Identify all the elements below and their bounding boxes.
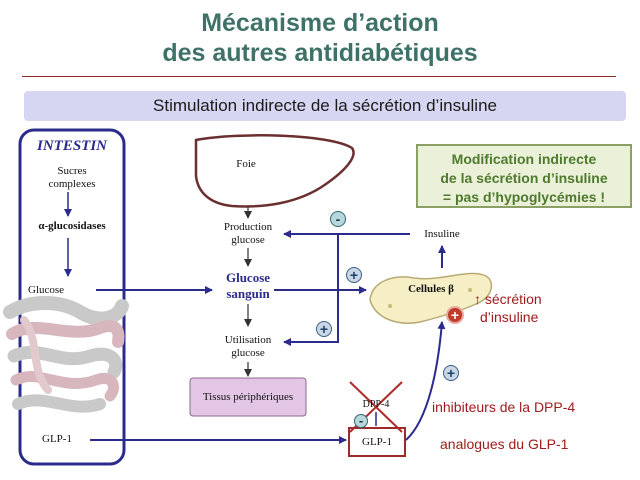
glucose-sanguin-line1: Glucose xyxy=(225,270,271,285)
glp1-box xyxy=(348,427,406,457)
red-plus-sign-secretion: + xyxy=(446,306,464,324)
title-divider xyxy=(22,76,616,77)
title-line2: des autres antidiabétiques xyxy=(162,39,478,67)
glucosidases-label: α-glucosidases xyxy=(38,220,106,232)
pancreas-dot xyxy=(388,304,392,308)
tissus-label: Tissus périphériques xyxy=(202,391,294,403)
utilisation-line2: glucose xyxy=(231,347,265,359)
glp1-box-label: GLP-1 xyxy=(362,436,392,448)
production-line1: Production xyxy=(223,221,273,233)
sucres-complexes-label: Sucres complexes xyxy=(20,165,124,191)
liver-shape xyxy=(194,134,355,208)
cellules-beta-label: Cellules β xyxy=(408,283,454,295)
sucres-line1: Sucres xyxy=(57,165,87,177)
utilisation-line1: Utilisation xyxy=(224,334,272,346)
arrow-insulin-to-utilisation xyxy=(283,234,339,346)
secretion-label: ↑ sécrétion d’insuline xyxy=(474,290,542,326)
pancreas-shape xyxy=(369,272,493,324)
sucres-line2: complexes xyxy=(48,178,96,190)
insuline-label: Insuline xyxy=(424,228,460,240)
note-line2: de la sécrétion d’insuline xyxy=(440,170,608,186)
analogues-label: analogues du GLP-1 xyxy=(440,436,569,452)
tissus-box xyxy=(189,377,307,417)
intestin-glp1-label: GLP-1 xyxy=(42,433,72,445)
page-title: Mécanisme d’action des autres antidiabét… xyxy=(0,8,640,68)
plus-sign-glp1: + xyxy=(443,365,459,381)
plus-sign-glucose: + xyxy=(346,267,362,283)
minus-sign-production: - xyxy=(330,211,346,227)
title-line1: Mécanisme d’action xyxy=(201,9,439,37)
note-box: Modification indirecte de la sécrétion d… xyxy=(416,144,632,208)
glucose-sanguin-line2: sanguin xyxy=(226,286,270,301)
note-line3: = pas d’hypoglycémies ! xyxy=(442,189,606,205)
production-line2: glucose xyxy=(231,234,265,246)
subtitle-banner: Stimulation indirecte de la sécrétion d’… xyxy=(24,91,626,121)
foie-label: Foie xyxy=(236,158,256,170)
utilisation-glucose-label: Utilisation glucose xyxy=(208,334,288,360)
arrow-glp1-to-beta-cells xyxy=(405,321,446,441)
minus-sign-dpp4: - xyxy=(354,414,368,428)
note-line1: Modification indirecte xyxy=(451,151,597,167)
secretion-line2: d’insuline xyxy=(480,309,539,325)
pancreas-dot xyxy=(468,288,472,292)
glucose-sanguin-label: Glucose sanguin xyxy=(208,270,288,302)
intestin-title: INTESTIN xyxy=(36,138,107,154)
plus-sign-utilisation: + xyxy=(316,321,332,337)
production-glucose-label: Production glucose xyxy=(208,221,288,247)
inhibiteurs-label: inhibiteurs de la DPP-4 xyxy=(432,399,576,415)
intestin-glucose-label: Glucose xyxy=(28,284,65,296)
intestine-illustration xyxy=(3,296,129,413)
dpp4-label: DPP-4 xyxy=(362,399,390,410)
secretion-line1: ↑ sécrétion xyxy=(474,291,542,307)
